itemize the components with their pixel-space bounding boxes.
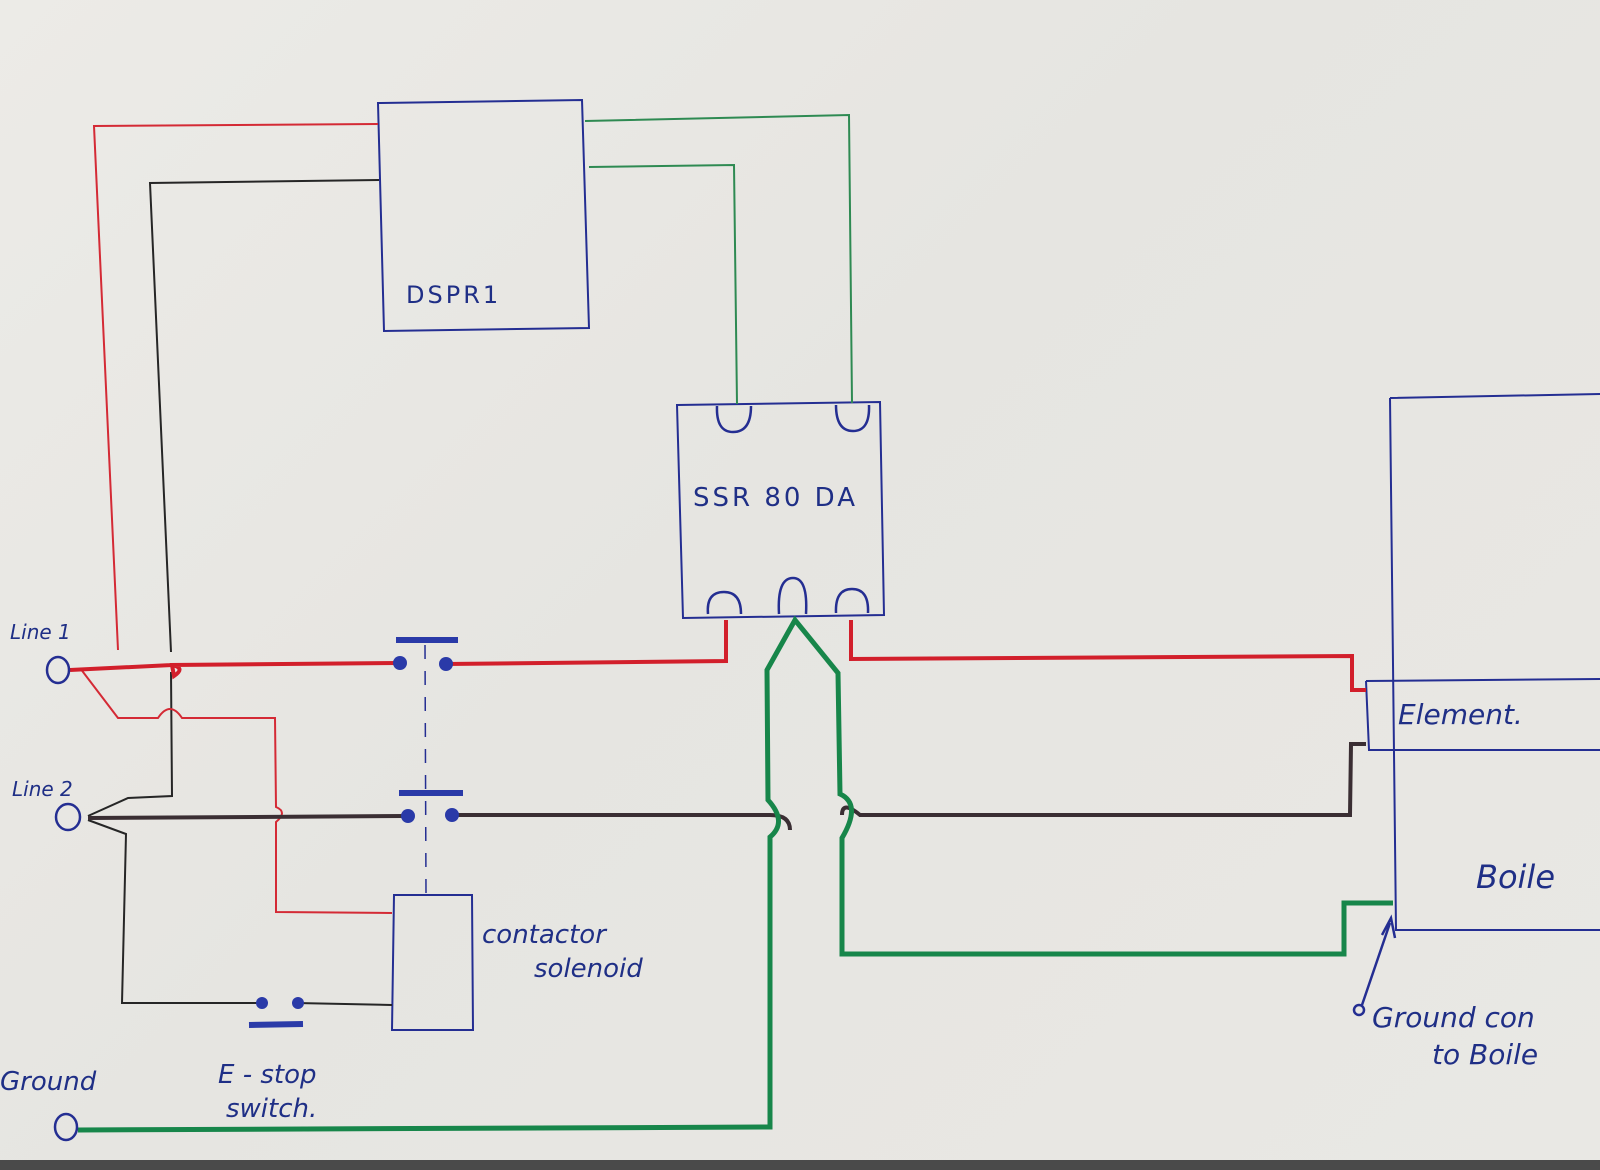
element-label: Element.	[1398, 698, 1523, 731]
wire-black-contactor-element	[452, 742, 1366, 831]
wire-black-line2-contactor	[87, 814, 405, 820]
estop-contact-left	[256, 997, 268, 1009]
ground-label: Ground	[0, 1067, 97, 1097]
contactor-solenoid-box	[390, 894, 475, 1031]
wire-red-line1-contactor	[69, 661, 401, 680]
ssr-terminal-bottom-left	[706, 590, 743, 615]
ssr-box	[675, 400, 886, 620]
ssr-terminal-bottom-mid	[777, 576, 808, 615]
dspr1-label: DSPR1	[406, 281, 501, 309]
wire-red-dspr1-line1	[92, 123, 379, 651]
wire-red-ssr-element	[849, 620, 1366, 692]
estop-label: E - stop	[218, 1060, 317, 1090]
boiler-label: Boile	[1476, 858, 1555, 896]
line2-terminal	[54, 802, 82, 832]
ssr-terminal-top-left	[715, 405, 753, 434]
wire-black-line2-estop	[87, 819, 393, 1006]
ssr-label: SSR 80 DA	[693, 483, 858, 513]
estop-switch-label: switch.	[226, 1094, 317, 1124]
contactor-label: contactor	[482, 920, 608, 950]
wire-black-dspr1-line2	[87, 179, 380, 817]
contactor-mechanical-link	[424, 644, 427, 894]
paper-bottom-edge	[0, 1160, 1600, 1170]
boiler-ground-label: Ground con	[1372, 1001, 1535, 1034]
ssr-terminal-top-right	[834, 404, 871, 433]
contactor-contact-l2-left	[401, 809, 415, 823]
ground-terminal	[53, 1112, 79, 1142]
wire-green-dspr1-ssr-inner	[588, 163, 738, 405]
line1-label: Line 1	[10, 620, 71, 644]
wire-green-dspr1-ssr-outer	[584, 113, 853, 404]
solenoid-label: solenoid	[534, 954, 643, 984]
boiler-box	[1389, 393, 1600, 931]
contactor-contact-l1-right	[439, 657, 453, 671]
wire-green-ground-main	[77, 615, 1393, 1133]
wire-red-contactor-ssr	[445, 620, 728, 666]
line2-label: Line 2	[12, 777, 73, 801]
line1-terminal	[45, 655, 71, 685]
contactor-contact-l1-left	[393, 656, 407, 670]
estop-bar	[248, 1021, 304, 1028]
boiler-ground-terminal	[1352, 1003, 1366, 1017]
wire-red-line1-solenoid	[79, 667, 393, 914]
element-box	[1365, 678, 1600, 751]
boiler-ground-arrow	[1360, 914, 1397, 1006]
contactor-contact-l2-right	[445, 808, 459, 822]
estop-contact-right	[292, 997, 304, 1009]
dspr1-box	[376, 98, 591, 333]
ssr-terminal-bottom-right	[834, 587, 870, 614]
boiler-ground-label-2: to Boile	[1432, 1038, 1538, 1071]
